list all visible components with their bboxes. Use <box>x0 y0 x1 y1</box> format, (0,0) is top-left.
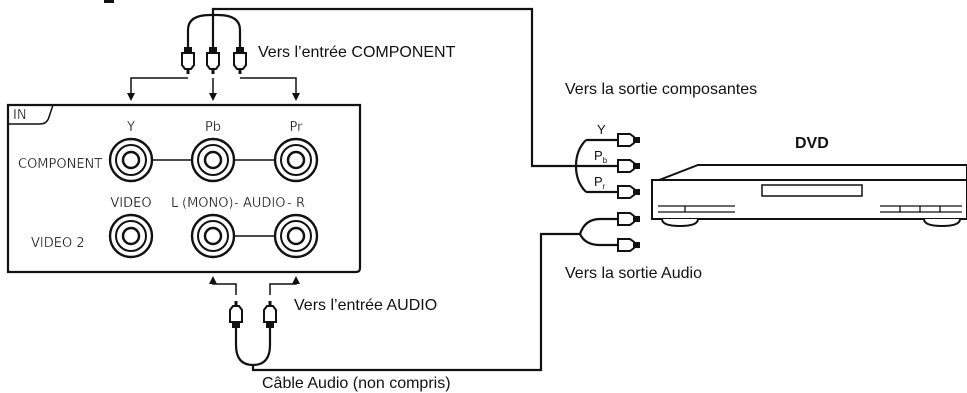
label-to-component-output: Vers la sortie composantes <box>565 81 757 98</box>
col-label-audio-mono: (MONO) <box>182 196 234 211</box>
dvd-tray <box>761 184 863 197</box>
audio-header: L (MONO) - AUDIO - R <box>171 196 305 211</box>
panel-tag: IN <box>13 108 27 123</box>
plug-icon <box>617 212 640 226</box>
plug-icon <box>617 238 640 252</box>
plug-icon <box>233 47 247 74</box>
plug-icon <box>617 159 640 173</box>
col-label-video: VIDEO <box>110 196 151 211</box>
arrow-icon <box>127 77 188 101</box>
label-to-audio-input: Vers l’entrée AUDIO <box>294 297 437 314</box>
plug-icon <box>263 301 277 328</box>
col-label-pr: Pr <box>290 120 304 135</box>
plug-icon <box>206 47 220 74</box>
row-label-video2: VIDEO 2 <box>31 236 85 251</box>
dvd-connectors: Y Pb Pr <box>574 122 640 252</box>
col-label-audio-r: R <box>296 196 305 211</box>
dvd-label-pb: Pb <box>594 148 608 165</box>
arrow-icon <box>209 276 237 295</box>
jack-audio-l <box>190 213 236 259</box>
panel-outline <box>6 103 362 274</box>
cropped-mark <box>104 0 114 3</box>
dvd-player: DVD <box>651 135 967 228</box>
plug-icon <box>617 133 640 147</box>
component-cable <box>127 7 622 168</box>
jack-audio-r <box>273 213 319 259</box>
dvd-label-y: Y <box>597 122 606 137</box>
arrow-icon <box>240 77 300 101</box>
col-label-audio-dash1: - <box>234 196 239 211</box>
row-label-component: COMPONENT <box>18 157 102 172</box>
plug-icon <box>181 47 195 74</box>
col-label-pb: Pb <box>205 120 221 135</box>
dvd-title: DVD <box>795 135 829 152</box>
plug-icon <box>617 185 640 199</box>
audio-cable <box>209 217 622 372</box>
arrow-icon <box>269 276 300 295</box>
input-panel: IN Y Pb Pr COMPONENT VIDEO 2 VIDEO L (MO… <box>6 103 362 274</box>
col-label-audio: AUDIO <box>243 196 286 211</box>
dvd-label-pr: Pr <box>594 174 606 191</box>
jack-pr <box>273 137 319 183</box>
col-label-audio-dash2: - <box>287 196 292 211</box>
jack-pb <box>190 137 236 183</box>
panel-tab <box>7 104 54 125</box>
dvd-foot <box>923 218 961 228</box>
plug-icon <box>229 301 243 328</box>
dvd-foot <box>661 218 699 228</box>
col-label-audio-l: L <box>171 196 179 211</box>
label-audio-cable: Câble Audio (non compris) <box>262 375 451 392</box>
jack-y <box>108 137 154 183</box>
label-to-component-input: Vers l’entrée COMPONENT <box>258 44 456 61</box>
jack-video <box>108 213 154 259</box>
label-to-audio-output: Vers la sortie Audio <box>565 265 702 282</box>
col-label-y: Y <box>126 120 135 135</box>
